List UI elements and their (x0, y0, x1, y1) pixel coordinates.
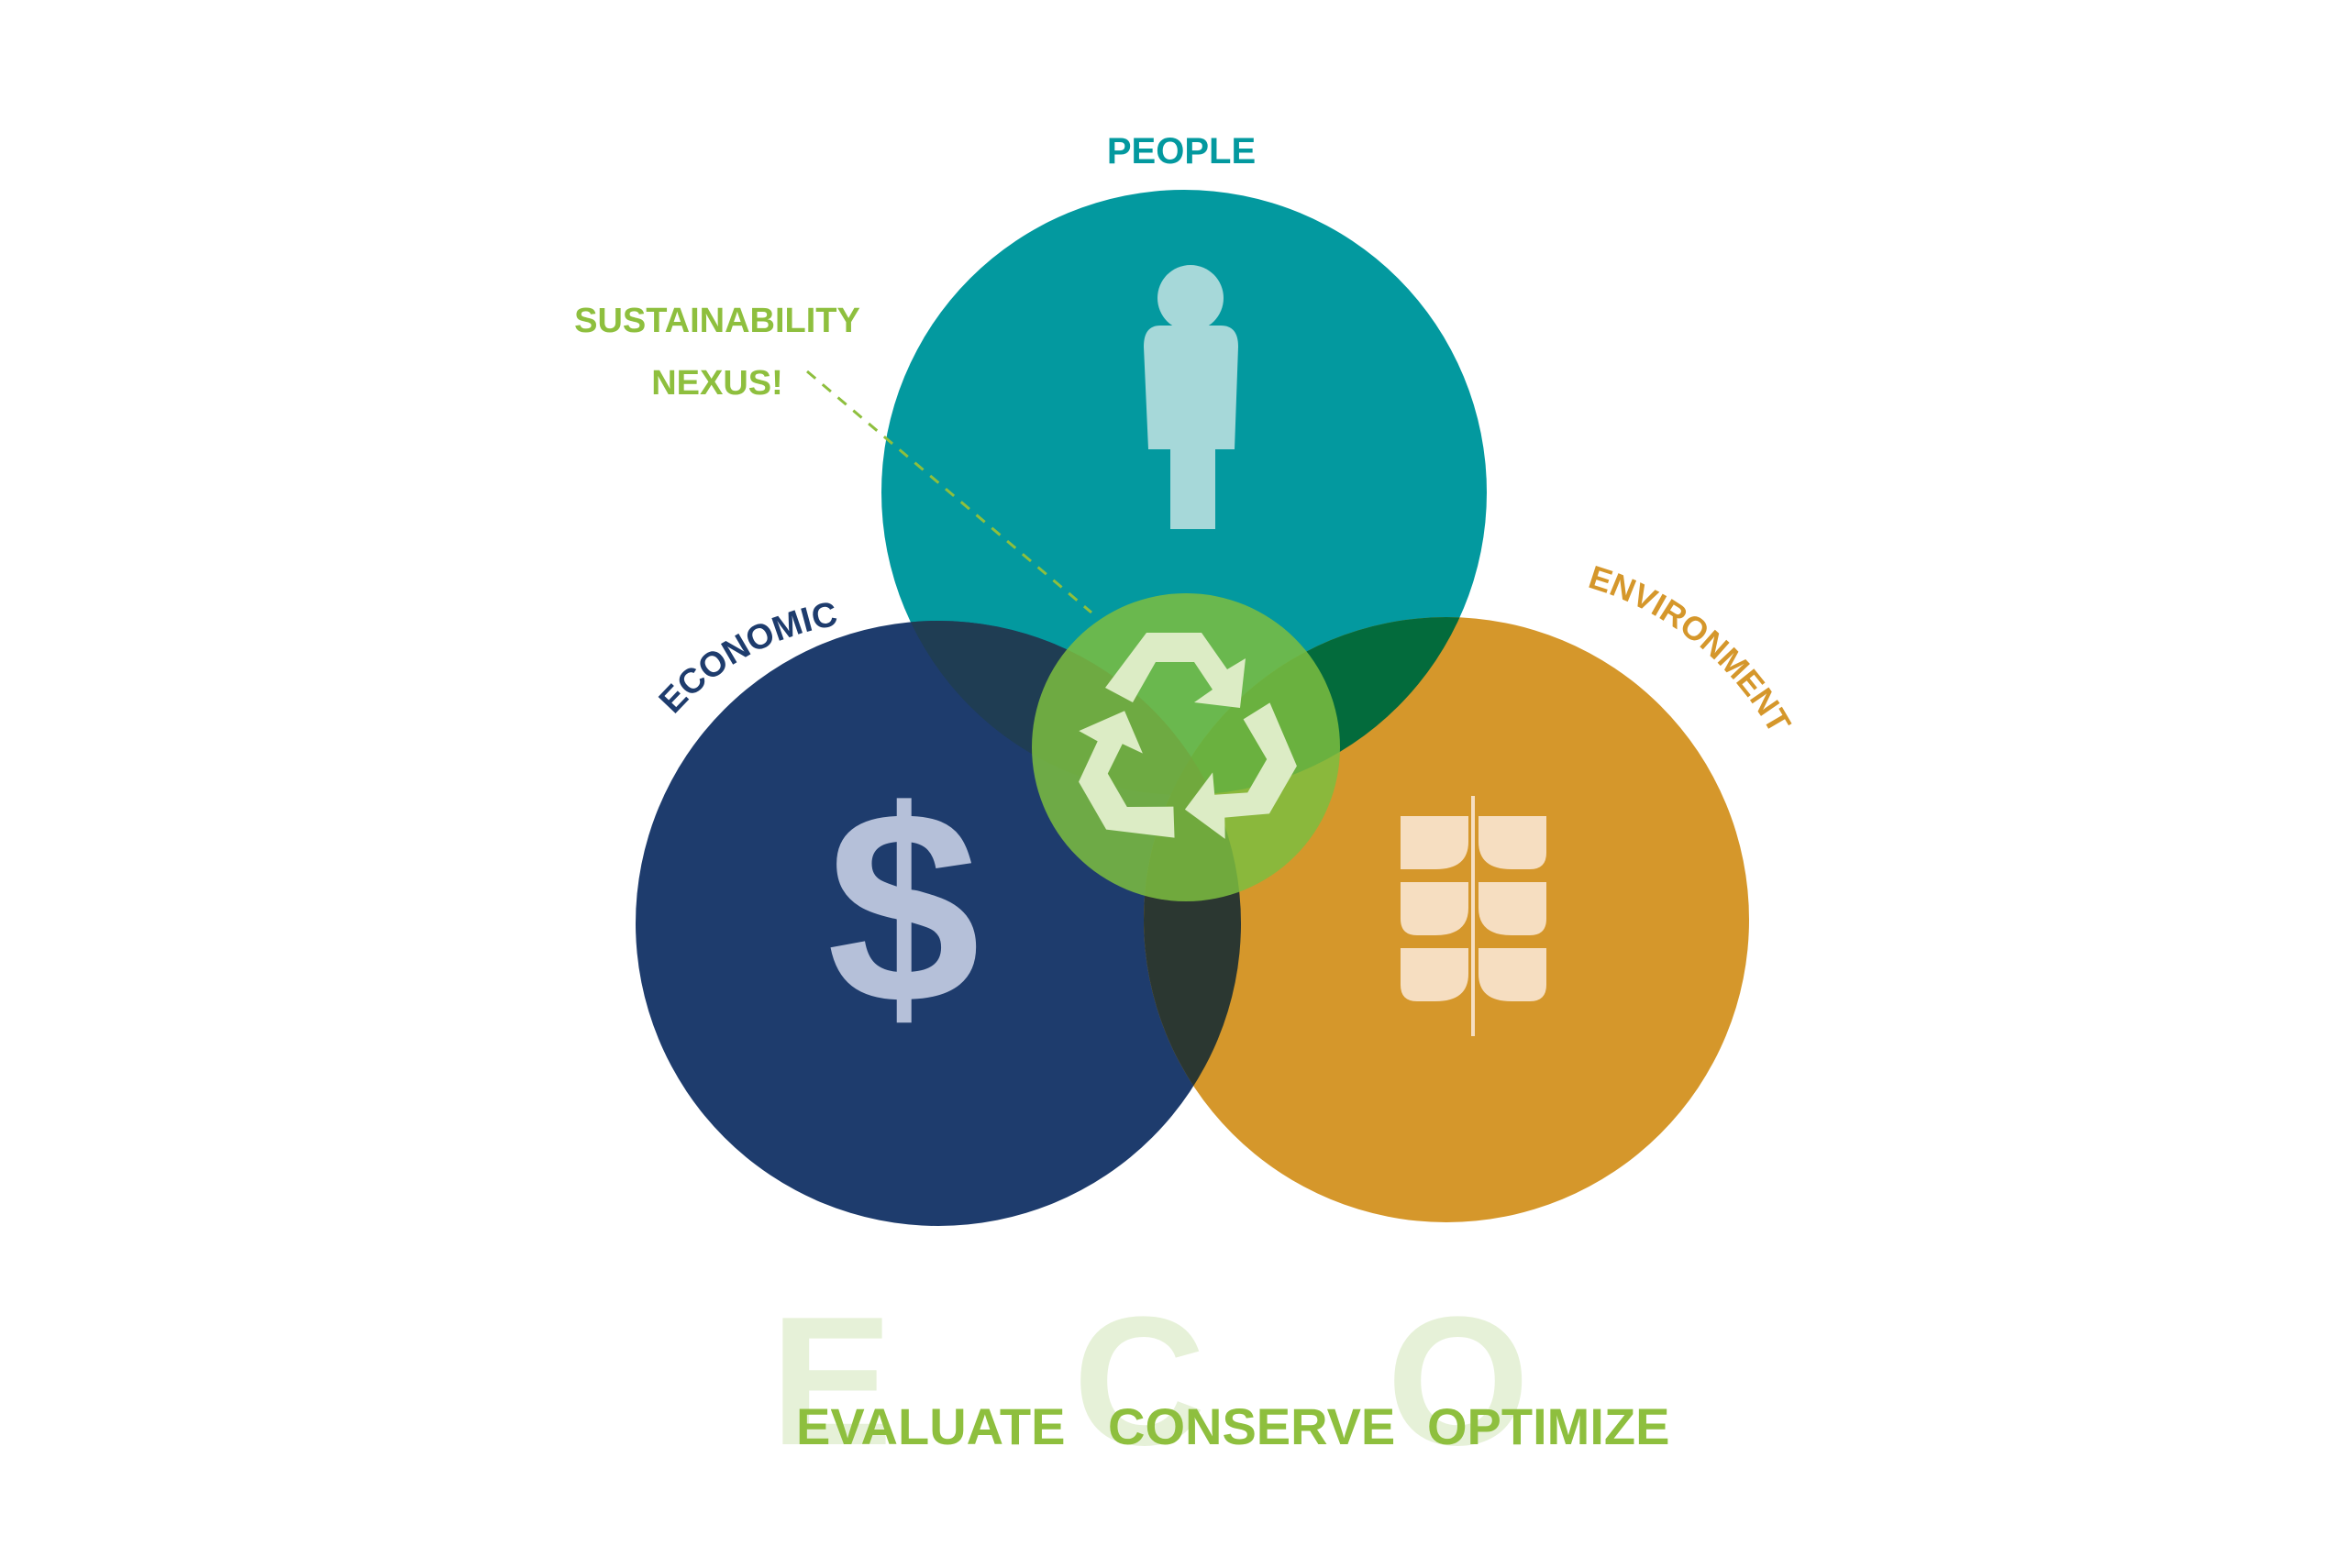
eco-word-conserve: CONSERVE (1108, 1397, 1395, 1455)
eco-word-evaluate: EVALUATE (796, 1397, 1065, 1455)
eco-big-letter-e: E (770, 1279, 892, 1484)
person-icon (1144, 265, 1238, 529)
dollar-icon: $ (827, 753, 980, 1061)
nexus-label-line2: NEXUS! (651, 364, 783, 403)
recycle-icon (1079, 633, 1297, 839)
eco-acronym: E EVALUATE C CONSERVE O OPTIMIZE (770, 1279, 1669, 1484)
nexus-label-line1: SUSTAINABILITY (574, 302, 860, 340)
people-label: PEOPLE (1107, 131, 1256, 171)
wheat-icon (1401, 796, 1546, 1036)
eco-big-letter-o: O (1387, 1279, 1530, 1484)
eco-big-letter-c: C (1073, 1279, 1205, 1484)
eco-word-optimize: OPTIMIZE (1427, 1397, 1669, 1455)
nexus-leader-line (806, 370, 1092, 614)
